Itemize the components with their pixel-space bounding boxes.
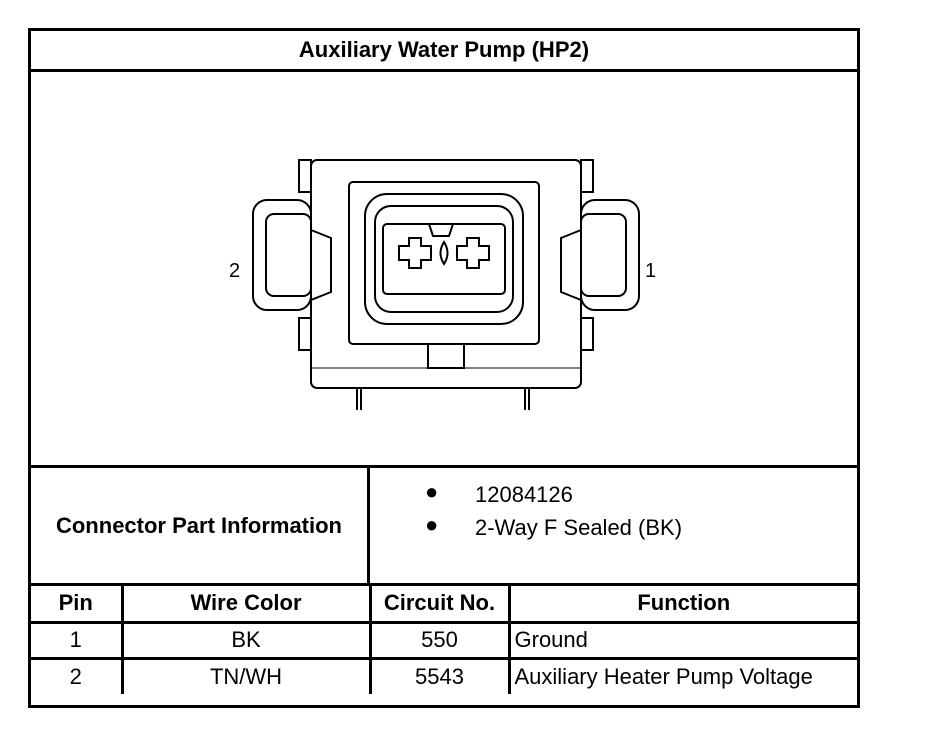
bullet-icon: ● [425,512,439,537]
part-info-list: ● 12084126 ● 2-Way F Sealed (BK) [370,468,857,583]
bullet-icon: ● [425,479,439,504]
connector-face-diagram [252,159,640,410]
table-row: 1 BK 550 Ground [31,620,857,660]
connector-description: 2-Way F Sealed (BK) [475,515,683,540]
table-row: 2 TN/WH 5543 Auxiliary Heater Pump Volta… [31,656,857,694]
header-circuit-no: Circuit No. [368,586,511,624]
connector-sheet: Auxiliary Water Pump (HP2) [28,28,860,708]
part-info-label: Connector Part Information [31,468,370,583]
pin-1-label: 1 [645,260,657,282]
cell-function: Auxiliary Heater Pump Voltage [507,656,857,694]
cell-pin: 1 [31,620,124,660]
cell-wire-color: TN/WH [120,656,372,694]
connector-drawing: 2 1 [31,72,857,468]
cell-circuit-no: 5543 [368,656,511,694]
header-wire-color: Wire Color [120,586,372,624]
part-number: 12084126 [475,482,573,507]
cell-pin: 2 [31,656,124,694]
table-header-row: Pin Wire Color Circuit No. Function [31,586,857,624]
pin-2-label: 2 [229,260,241,282]
header-function: Function [507,586,857,624]
connector-part-info: Connector Part Information ● 12084126 ● … [31,468,857,586]
cell-wire-color: BK [120,620,372,660]
header-pin: Pin [31,586,124,624]
cell-function: Ground [507,620,857,660]
page-title: Auxiliary Water Pump (HP2) [31,31,857,72]
cell-circuit-no: 550 [368,620,511,660]
pin-table: Pin Wire Color Circuit No. Function 1 BK… [31,586,857,694]
